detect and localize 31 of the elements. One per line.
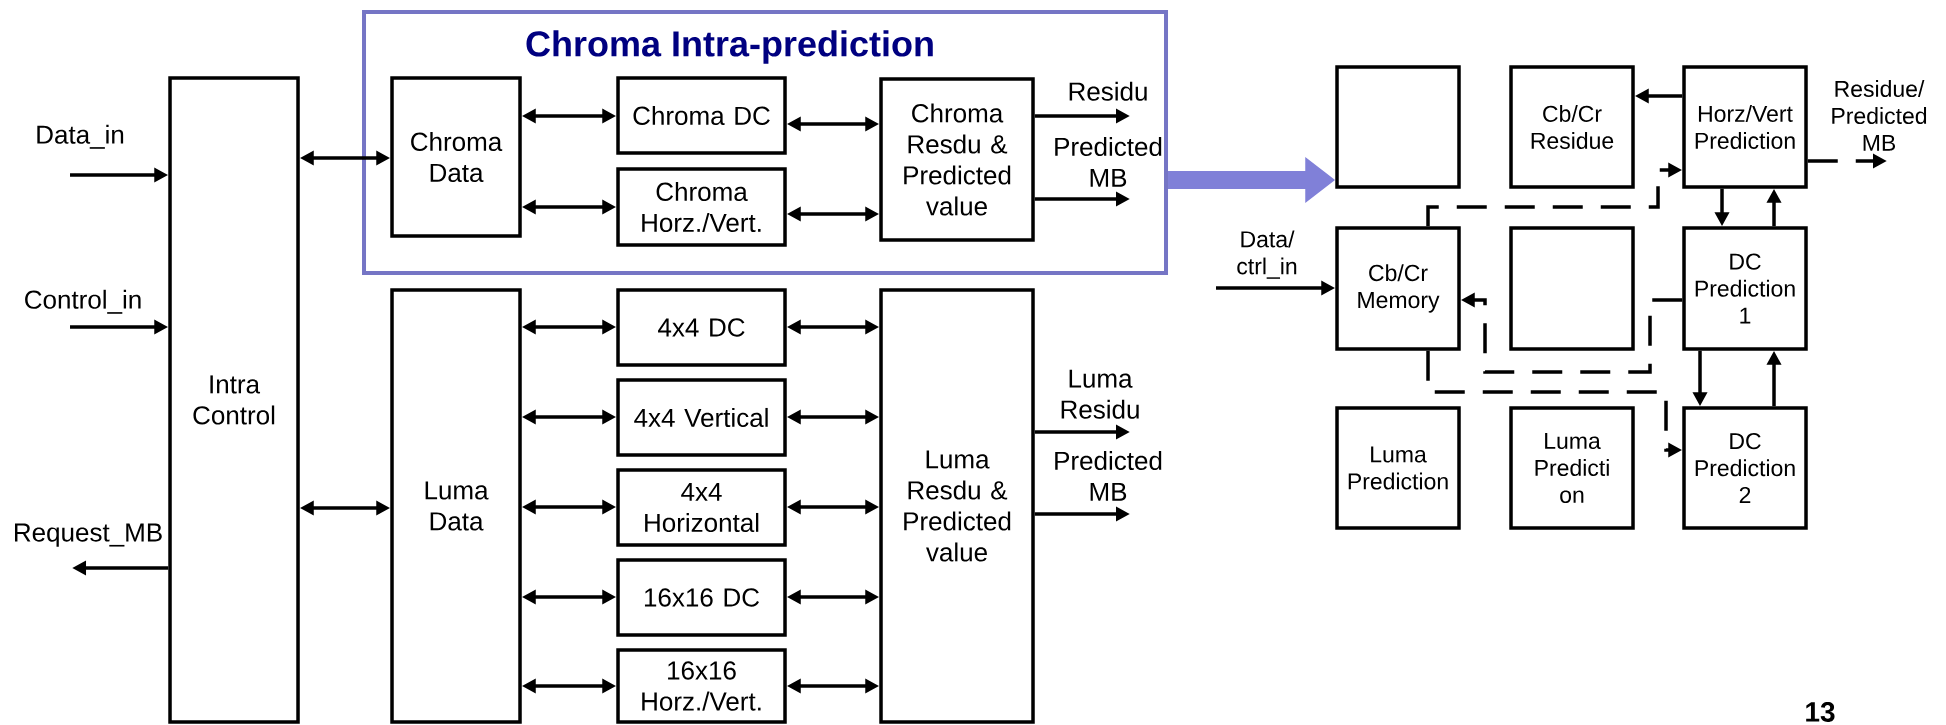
process-box: 16x16 Horz./Vert. — [616, 648, 787, 724]
page-number: 13 — [1806, 702, 1835, 722]
process-box: 16x16 DC — [616, 558, 787, 637]
signal-label: Data_in — [37, 124, 124, 149]
process-box: DC Prediction 1 — [1682, 226, 1808, 351]
process-box: 4x4 Horizontal — [616, 468, 787, 547]
signal-label: Residue/ Predicted MB — [1832, 80, 1927, 151]
process-box: Luma Data — [390, 288, 522, 724]
empty-box — [1335, 65, 1461, 189]
process-box: Chroma Resdu & Predicted value — [879, 77, 1035, 242]
process-box: Cb/Cr Memory — [1335, 226, 1461, 351]
process-box: 4x4 DC — [616, 288, 787, 367]
signal-label: Predicted MB — [1055, 136, 1162, 187]
process-box: Chroma Horz./Vert. — [616, 167, 787, 247]
signal-label: Control_in — [25, 289, 141, 314]
signal-label: Request_MB — [15, 523, 162, 547]
signal-label: Data/ ctrl_in — [1237, 230, 1297, 279]
process-box: Cb/Cr Residue — [1509, 65, 1635, 189]
process-box: Luma Prediction — [1335, 406, 1461, 530]
signal-label: Luma Residu — [1061, 369, 1139, 419]
process-box: DC Prediction 2 — [1682, 406, 1808, 530]
process-box: Luma Resdu & Predicted value — [879, 288, 1035, 724]
process-box: Luma Predicti on — [1509, 406, 1635, 530]
process-box: 4x4 Vertical — [616, 378, 787, 457]
process-box: Chroma Data — [390, 76, 522, 238]
process-box: Horz/Vert Prediction — [1682, 65, 1808, 189]
empty-box — [1509, 226, 1635, 351]
process-box: Intra Control — [168, 76, 300, 724]
signal-label: Predicted MB — [1055, 450, 1162, 501]
process-box: Chroma DC — [616, 76, 787, 155]
signal-label: Residu — [1069, 81, 1147, 101]
